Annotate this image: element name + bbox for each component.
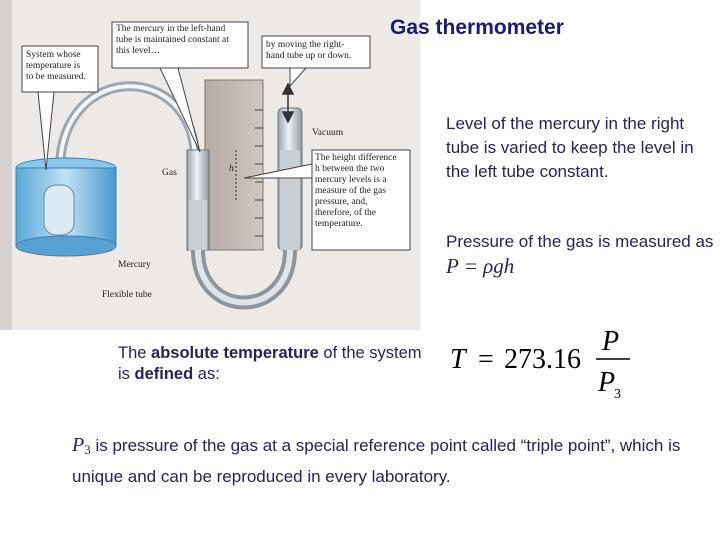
callout-left-top-text: The mercury in the left-hand tube is mai… xyxy=(116,24,229,56)
pressure-formula: P = ρgh xyxy=(446,254,515,278)
callout-right-pointer xyxy=(289,67,308,88)
up-down-arrow-icon xyxy=(281,82,295,124)
scale-board xyxy=(204,79,264,251)
page-title: Gas thermometer xyxy=(390,16,564,39)
triple-point-note: P3 is pressure of the gas at a special r… xyxy=(72,432,720,490)
callout-left-pointer xyxy=(159,67,201,153)
temperature-formula: T = 273.16 P P 3 xyxy=(450,326,630,402)
callout-system-text: System whose temperature is to be measur… xyxy=(26,50,86,82)
triple-point-symbol: P3 xyxy=(72,434,91,457)
formula-denominator: P xyxy=(597,367,615,398)
definition-middle: of the system is xyxy=(118,344,422,383)
callout-right-top-text: by moving the right- hand tube up or dow… xyxy=(266,40,352,61)
formula-numerator: P xyxy=(601,326,619,357)
callout-height-box xyxy=(311,149,411,251)
callout-height-text: The height difference h between the two … xyxy=(315,153,397,229)
pressure-description: Pressure of the gas is measured as P = ρ… xyxy=(446,230,716,280)
label-vacuum: Vacuum xyxy=(312,128,344,138)
gas-bulb xyxy=(43,184,75,236)
callout-system-box xyxy=(21,45,99,93)
formula-equals: = xyxy=(478,344,494,375)
formula-lhs: T xyxy=(450,344,468,375)
triple-point-text: is pressure of the gas at a special refe… xyxy=(72,436,681,486)
mercury-level-description: Level of the mercury in the right tube i… xyxy=(446,114,694,181)
formula-denominator-subscript: 3 xyxy=(614,387,621,402)
absolute-temperature-definition: The absolute temperature of the system i… xyxy=(118,343,438,385)
page-edge xyxy=(0,0,12,330)
definition-prefix: The xyxy=(118,344,147,362)
formula-constant: 273.16 xyxy=(504,344,581,375)
callout-left-top-box xyxy=(111,21,249,69)
label-gas: Gas xyxy=(162,168,177,178)
definition-bold-defined: defined xyxy=(134,365,194,383)
label-h: h xyxy=(229,164,234,174)
callout-height-pointer xyxy=(243,163,313,179)
pressure-description-text: Pressure of the gas is measured as xyxy=(446,232,714,251)
gas-thermometer-illustration xyxy=(0,0,420,330)
callout-system-pointer xyxy=(37,91,55,171)
label-mercury: Mercury xyxy=(118,260,151,270)
label-flexible-tube: Flexible tube xyxy=(102,290,152,300)
definition-bold-term: absolute temperature xyxy=(151,344,319,362)
definition-suffix: as: xyxy=(197,365,220,383)
callout-right-top-box xyxy=(261,35,371,69)
scale-ticks xyxy=(255,109,263,237)
